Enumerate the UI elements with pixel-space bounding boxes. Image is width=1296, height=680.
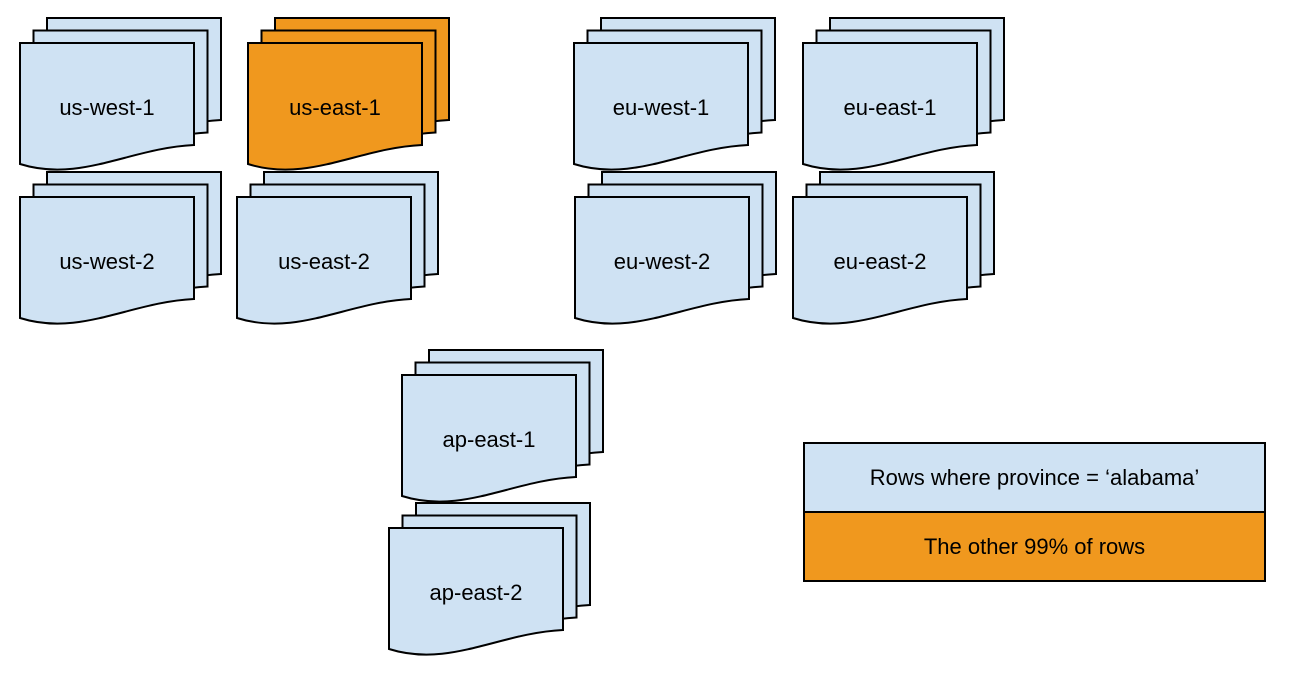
legend-item-label: The other 99% of rows [923, 533, 1146, 559]
stack-us-east-2: us-east-2 [236, 171, 439, 328]
legend: Rows where province = ‘alabama’ The othe… [803, 442, 1266, 582]
document-stack-icon [388, 502, 591, 656]
stack-eu-west-2: eu-west-2 [574, 171, 777, 328]
document-stack-icon [792, 171, 995, 325]
stack-eu-west-1: eu-west-1 [573, 17, 776, 174]
stack-ap-east-2: ap-east-2 [388, 502, 591, 659]
stack-eu-east-2: eu-east-2 [792, 171, 995, 328]
stack-us-east-1: us-east-1 [247, 17, 450, 174]
document-stack-icon [401, 349, 604, 503]
stack-eu-east-1: eu-east-1 [802, 17, 1005, 174]
stack-us-west-2: us-west-2 [19, 171, 222, 328]
stack-ap-east-1: ap-east-1 [401, 349, 604, 506]
legend-item-alabama-rows: Rows where province = ‘alabama’ [803, 442, 1266, 513]
legend-item-other-rows: The other 99% of rows [803, 511, 1266, 582]
stack-us-west-1: us-west-1 [19, 17, 222, 174]
document-stack-icon [573, 17, 776, 171]
legend-item-label: Rows where province = ‘alabama’ [869, 464, 1200, 490]
document-stack-icon [574, 171, 777, 325]
document-stack-icon [19, 17, 222, 171]
document-stack-icon [802, 17, 1005, 171]
document-stack-icon [236, 171, 439, 325]
document-stack-icon [19, 171, 222, 325]
document-stack-icon [247, 17, 450, 171]
